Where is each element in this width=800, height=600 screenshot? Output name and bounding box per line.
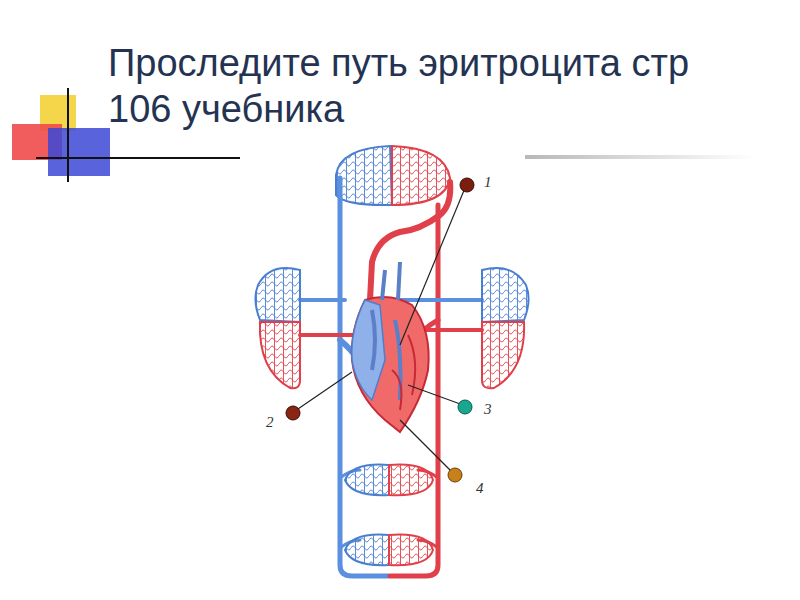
lower-body-capillaries <box>345 465 433 566</box>
heart <box>352 262 429 432</box>
vessels <box>300 178 482 576</box>
callout-number: 3 <box>484 401 492 417</box>
callout-number: 4 <box>476 480 484 496</box>
callout-number: 2 <box>266 414 274 430</box>
callouts <box>286 178 474 482</box>
upper-body-capillaries <box>336 146 450 205</box>
slide-title: Проследите путь эритроцита стр 106 учебн… <box>108 40 708 132</box>
callout-number: 1 <box>484 174 492 190</box>
